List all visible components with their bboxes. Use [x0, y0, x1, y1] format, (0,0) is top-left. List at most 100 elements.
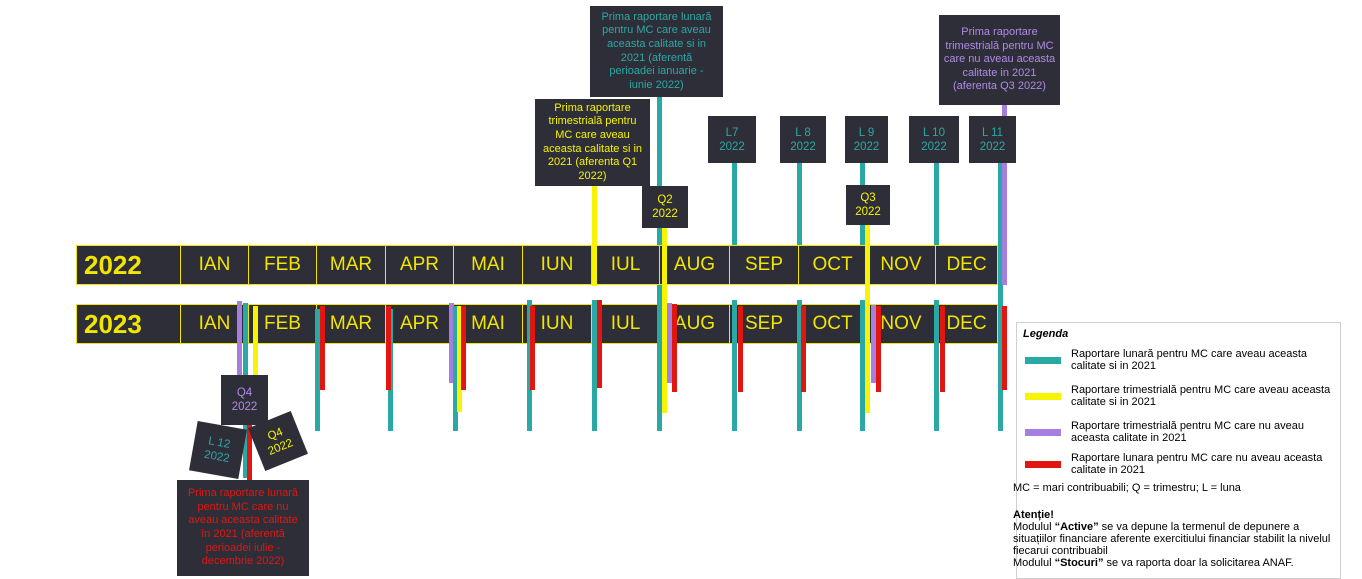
line-2022-l7	[732, 163, 737, 245]
month-2022-iun: IUN	[523, 246, 592, 284]
warning-active-module: “Active”	[1054, 521, 1099, 533]
label-l8-2022: L 8 2022	[780, 116, 826, 163]
label-l7-2022: L7 2022	[708, 116, 756, 163]
month-2023-aug: AUG	[660, 305, 730, 343]
line-2023-ian-yellow	[253, 306, 258, 424]
label-q4-2022-purple: Q4 2022	[221, 375, 268, 425]
line-2023-nov-teal	[934, 300, 939, 431]
warning-stocuri-module: “Stocuri”	[1054, 557, 1104, 569]
month-2022-oct: OCT	[799, 246, 867, 284]
month-2023-feb: FEB	[249, 305, 317, 343]
line-2023-ian-red	[247, 425, 252, 480]
line-2023-iul-red	[672, 304, 677, 392]
line-2022-first-monthly	[657, 97, 662, 245]
legend-item-monthly-existing: Raportare lunară pentru MC care aveau ac…	[1025, 348, 1335, 378]
line-2023-sep-teal	[797, 300, 802, 431]
line-2022-l10	[934, 163, 939, 245]
line-2023-apr-yellow	[457, 306, 462, 412]
label-l12-2022: L 12 2022	[189, 421, 247, 479]
line-2023-mai-teal	[527, 300, 532, 431]
month-2023-apr: APR	[386, 305, 454, 343]
year-label-2023: 2023	[77, 305, 181, 343]
line-2022-l11	[998, 163, 1003, 285]
label-first-monthly-2022: Prima raportare lunară pentru MC care av…	[590, 6, 723, 97]
label-first-quarterly-2022: Prima raportare trimestrială pentru MC c…	[535, 99, 650, 186]
line-2023-dec-teal	[998, 285, 1003, 431]
line-2023-iul-teal	[657, 285, 662, 431]
line-2023-aug-red	[738, 306, 743, 392]
warning-stocuri-prefix: Modulul	[1013, 557, 1055, 569]
line-2022-q2-yellow	[662, 228, 667, 285]
month-2022-iul: IUL	[592, 246, 660, 284]
line-2022-q3-purple	[1002, 105, 1007, 285]
line-2022-l8	[797, 163, 802, 245]
legend-item-monthly-new: Raportare lunara pentru MC care nu aveau…	[1025, 452, 1335, 482]
line-2023-iul-yellow	[662, 285, 667, 413]
line-2022-q1-yellow	[592, 185, 597, 286]
line-2023-mai-red	[530, 306, 535, 390]
month-2023-iun: IUN	[523, 305, 592, 343]
label-q3-2022: Q3 2022	[846, 185, 890, 225]
line-2023-oct-yellow	[865, 285, 870, 413]
timeline-bar-2023: 2023 IAN FEB MAR APR MAI IUN IUL AUG SEP…	[76, 304, 998, 344]
line-2023-mar-red	[386, 306, 391, 390]
line-2023-sep-red	[801, 306, 806, 392]
line-2023-apr-teal	[453, 306, 458, 431]
warning-stocuri-text: se va raporta doar la solicitarea ANAF.	[1103, 557, 1294, 569]
month-2022-apr: APR	[386, 246, 454, 284]
month-2022-mai: MAI	[454, 246, 523, 284]
month-2022-aug: AUG	[660, 246, 730, 284]
legend-text-monthly-new: Raportare lunara pentru MC care nu aveau…	[1071, 452, 1323, 476]
line-2023-apr-purple	[449, 303, 454, 383]
line-2023-ian-purple	[237, 301, 242, 375]
legend-swatch-teal	[1025, 357, 1061, 364]
month-2023-mai: MAI	[454, 305, 523, 343]
legend-swatch-yellow	[1025, 393, 1061, 400]
month-2022-dec: DEC	[946, 254, 987, 275]
legend-text-quarterly-existing: Raportare trimestrială pentru MC care av…	[1071, 384, 1331, 408]
line-2023-feb-teal	[315, 309, 320, 431]
label-first-quarterly-new-2022: Prima raportare trimestrială pentru MC c…	[939, 15, 1060, 105]
legend-text-quarterly-new: Raportare trimestrială pentru MC care nu…	[1071, 420, 1304, 444]
legend-item-quarterly-new: Raportare trimestrială pentru MC care nu…	[1025, 420, 1335, 450]
month-2023-dec: DEC	[946, 313, 987, 334]
line-2023-nov-red	[940, 306, 945, 392]
line-2023-aug-teal	[732, 300, 737, 431]
label-first-monthly-new-2023: Prima raportare lunară pentru MC care nu…	[177, 480, 309, 576]
legend-swatch-purple	[1025, 429, 1061, 436]
line-2023-iun-red	[597, 300, 602, 388]
line-2023-oct-red	[876, 306, 881, 392]
legend-swatch-red	[1025, 461, 1061, 468]
line-2023-feb-red	[320, 306, 325, 390]
legend: Legenda Raportare lunară pentru MC care …	[1013, 322, 1341, 579]
month-2023-mar: MAR	[317, 305, 386, 343]
month-2022-sep: SEP	[730, 246, 799, 284]
label-l9-2022: L 9 2022	[845, 116, 888, 163]
month-2022-ian: IAN	[181, 246, 249, 284]
line-2022-q3-yellow	[865, 225, 870, 285]
warning-active-prefix: Modulul	[1013, 521, 1055, 533]
month-2023-oct: OCT	[799, 305, 867, 343]
month-2023-iul: IUL	[592, 305, 660, 343]
warning-active-text: se va depune la termenul de depunere a s…	[1013, 521, 1331, 557]
line-2023-apr-red	[461, 306, 466, 390]
legend-item-quarterly-existing: Raportare trimestrială pentru MC care av…	[1025, 384, 1335, 414]
line-2023-oct-purple	[871, 305, 876, 383]
legend-warning: Atenție! Modulul “Active” se va depune l…	[1013, 509, 1333, 569]
label-l11-2022: L 11 2022	[969, 116, 1016, 163]
line-2023-iun-teal	[592, 300, 597, 431]
line-2023-dec-red	[1002, 306, 1007, 390]
legend-text-monthly-existing: Raportare lunară pentru MC care aveau ac…	[1071, 348, 1308, 372]
legend-abbreviations: MC = mari contribuabili; Q = trimestru; …	[1013, 482, 1241, 494]
year-label-2022: 2022	[77, 246, 181, 284]
legend-title: Legenda	[1023, 328, 1069, 340]
line-2023-oct-teal	[860, 300, 865, 431]
month-2022-nov: NOV	[867, 246, 936, 284]
line-2023-iul-purple	[667, 303, 672, 383]
warning-title: Atenție!	[1013, 509, 1054, 521]
month-2023-ian: IAN	[181, 305, 249, 343]
month-2022-feb: FEB	[249, 246, 317, 284]
month-2022-mar: MAR	[317, 246, 386, 284]
label-q2-2022: Q2 2022	[642, 186, 688, 228]
timeline-bar-2022: 2022 IAN FEB MAR APR MAI IUN IUL AUG SEP…	[76, 245, 998, 285]
